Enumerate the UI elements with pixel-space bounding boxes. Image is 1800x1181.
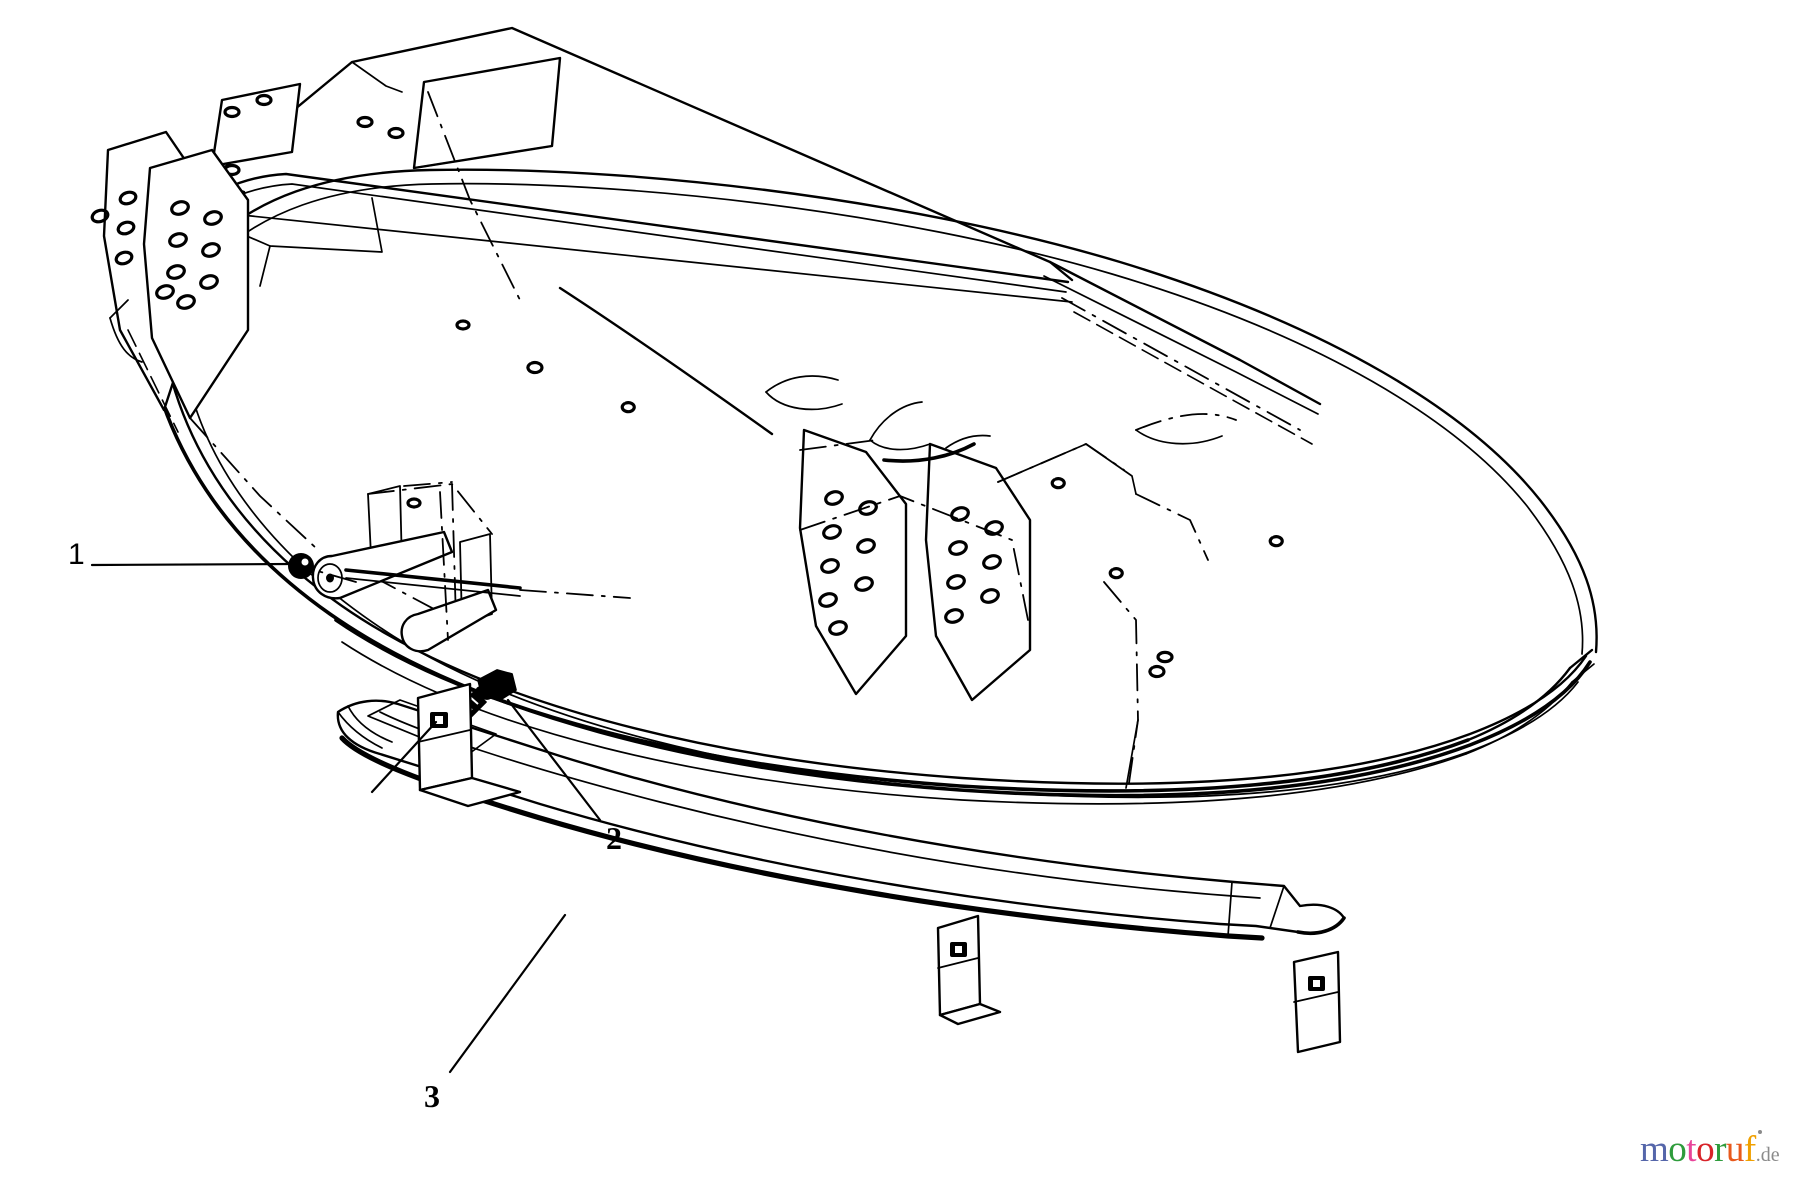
logo-letter-m: m: [1640, 1129, 1669, 1170]
leader-lines: [90, 562, 602, 1074]
deflector-bracket-3: [1292, 950, 1342, 1054]
front-deflector-bar: [336, 699, 1346, 941]
logo-letter-u: u: [1725, 1129, 1745, 1170]
callout-number-1: 1: [68, 538, 85, 571]
callout-number-2: 2: [606, 820, 622, 856]
motoruf-watermark: motoruf.de: [1640, 1128, 1780, 1171]
logo-tld: .de: [1755, 1144, 1780, 1166]
leader-2: [506, 698, 602, 822]
deck-tab-left2: [210, 82, 302, 168]
logo-dot-accent: [1758, 1130, 1762, 1134]
left-baffle-inner: [142, 148, 250, 420]
logo-letter-r: r: [1714, 1129, 1726, 1170]
link-arm-2: [400, 588, 498, 653]
logo-letter-o2: o: [1696, 1129, 1715, 1170]
logo-letter-t: t: [1686, 1129, 1697, 1170]
deflector-bracket-1: [416, 682, 522, 808]
logo-letter-o1: o: [1668, 1129, 1687, 1170]
link-arm: [311, 530, 454, 600]
logo-letter-f: f: [1743, 1129, 1756, 1170]
leader-bracket: [370, 720, 438, 794]
deck-surface-marks: [526, 360, 1284, 679]
leader-3: [448, 913, 567, 1074]
callout-number-3: 3: [424, 1078, 440, 1114]
leader-1: [90, 562, 292, 567]
right-baffle-inner: [798, 428, 908, 696]
mower-deck-assembly: [90, 26, 1598, 805]
deck-top-rail: [194, 26, 1322, 445]
right-baffle-outer: [924, 442, 1032, 702]
upper-bracket-assembly: [288, 481, 631, 653]
deflector-bracket-2: [936, 914, 1002, 1026]
